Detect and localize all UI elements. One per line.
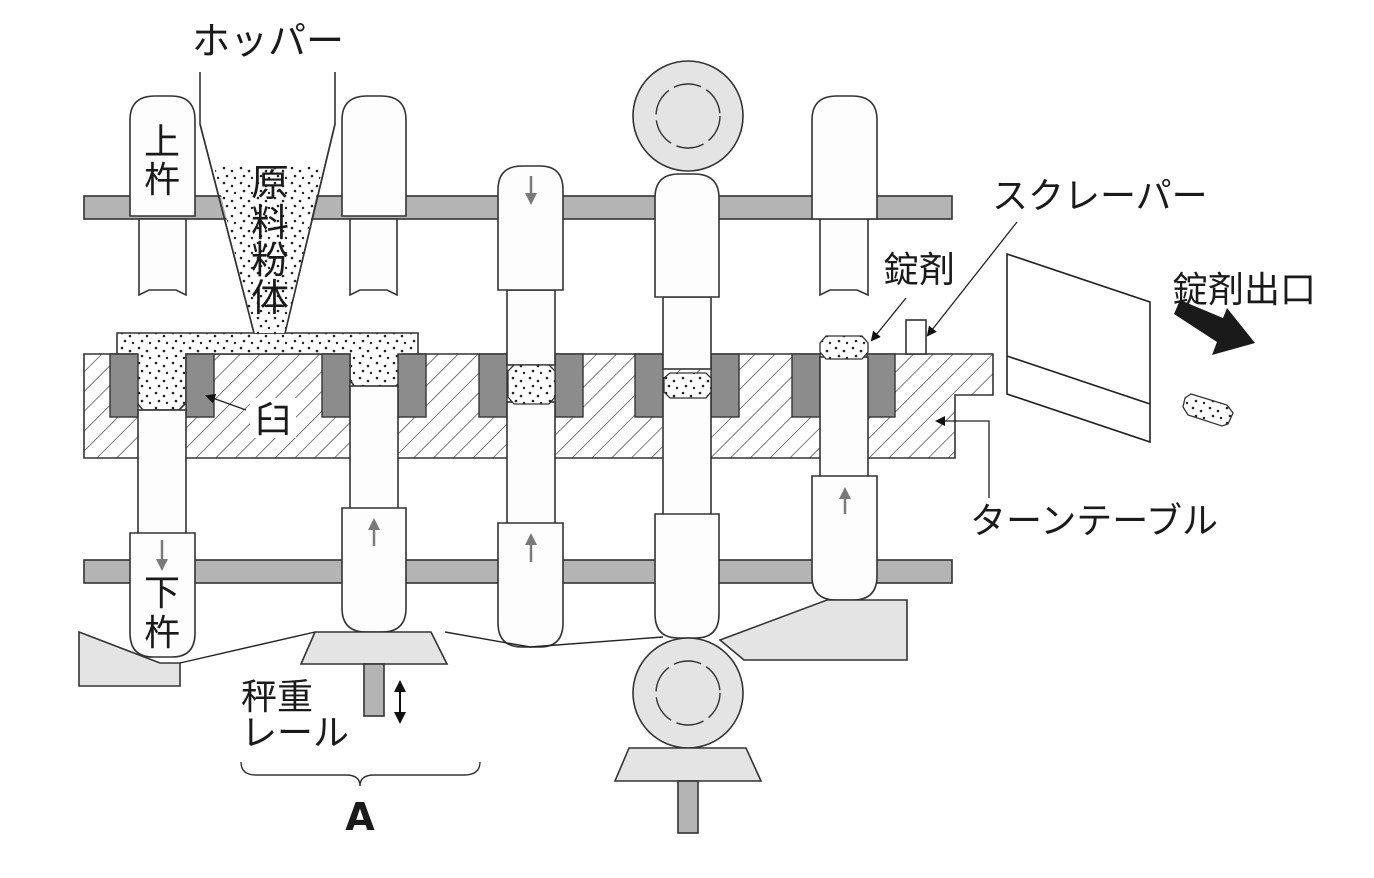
lower-punch-1 bbox=[129, 409, 196, 658]
weight-rail-label-1: 秤重 bbox=[241, 677, 313, 718]
weight-rail-label-2: レール bbox=[241, 713, 349, 754]
section-a-label: A bbox=[345, 795, 375, 839]
lower-punch-3 bbox=[497, 401, 564, 648]
raw-powder-label-4: 体 bbox=[251, 276, 289, 320]
cam-track bbox=[179, 631, 664, 664]
lower-punch-5 bbox=[811, 356, 878, 601]
upper-punch-4 bbox=[654, 173, 720, 370]
tablets-in-die bbox=[507, 335, 869, 405]
tablet-chute bbox=[1006, 252, 1151, 444]
leader-lines bbox=[205, 221, 1018, 498]
upper-punch-3 bbox=[497, 165, 564, 366]
fill-cam bbox=[78, 630, 181, 687]
lower-punch-4 bbox=[654, 377, 720, 639]
scraper-label: スクレーパー bbox=[992, 176, 1208, 217]
ejected-tablet bbox=[1182, 393, 1234, 427]
raw-powder-label-3: 粉 bbox=[251, 238, 289, 282]
lower-punch-label-1: 下 bbox=[144, 573, 180, 614]
hopper-label: ホッパー bbox=[192, 19, 344, 63]
raw-powder-label-2: 料 bbox=[251, 201, 289, 245]
upper-punch-2 bbox=[341, 95, 407, 297]
upper-punch-5 bbox=[811, 95, 878, 297]
upper-pressure-roller bbox=[632, 60, 744, 172]
upper-punch-1 bbox=[129, 95, 196, 297]
upper-punch-label-1: 上 bbox=[144, 122, 180, 163]
hopper-powder bbox=[214, 166, 323, 333]
weight-rail bbox=[299, 631, 449, 717]
lower-pressure-roller bbox=[613, 637, 763, 834]
tablet-outlet-label: 錠剤出口 bbox=[1172, 270, 1316, 311]
section-brace bbox=[240, 761, 481, 787]
lower-punch-2 bbox=[341, 385, 407, 633]
scraper bbox=[905, 319, 927, 355]
ejection-cam bbox=[718, 599, 908, 661]
dies bbox=[109, 353, 896, 418]
lower-punch-label-2: 杵 bbox=[144, 613, 180, 654]
turntable-label: ターンテーブル bbox=[970, 501, 1218, 542]
upper-punch-label-2: 杵 bbox=[144, 160, 180, 201]
tablet-label: 錠剤 bbox=[883, 250, 955, 291]
die-label: 臼 bbox=[255, 400, 291, 441]
raw-powder-label-1: 原 bbox=[251, 161, 289, 205]
outlet-arrow-icon bbox=[1174, 300, 1255, 355]
up-down-arrow-icon bbox=[394, 680, 406, 724]
